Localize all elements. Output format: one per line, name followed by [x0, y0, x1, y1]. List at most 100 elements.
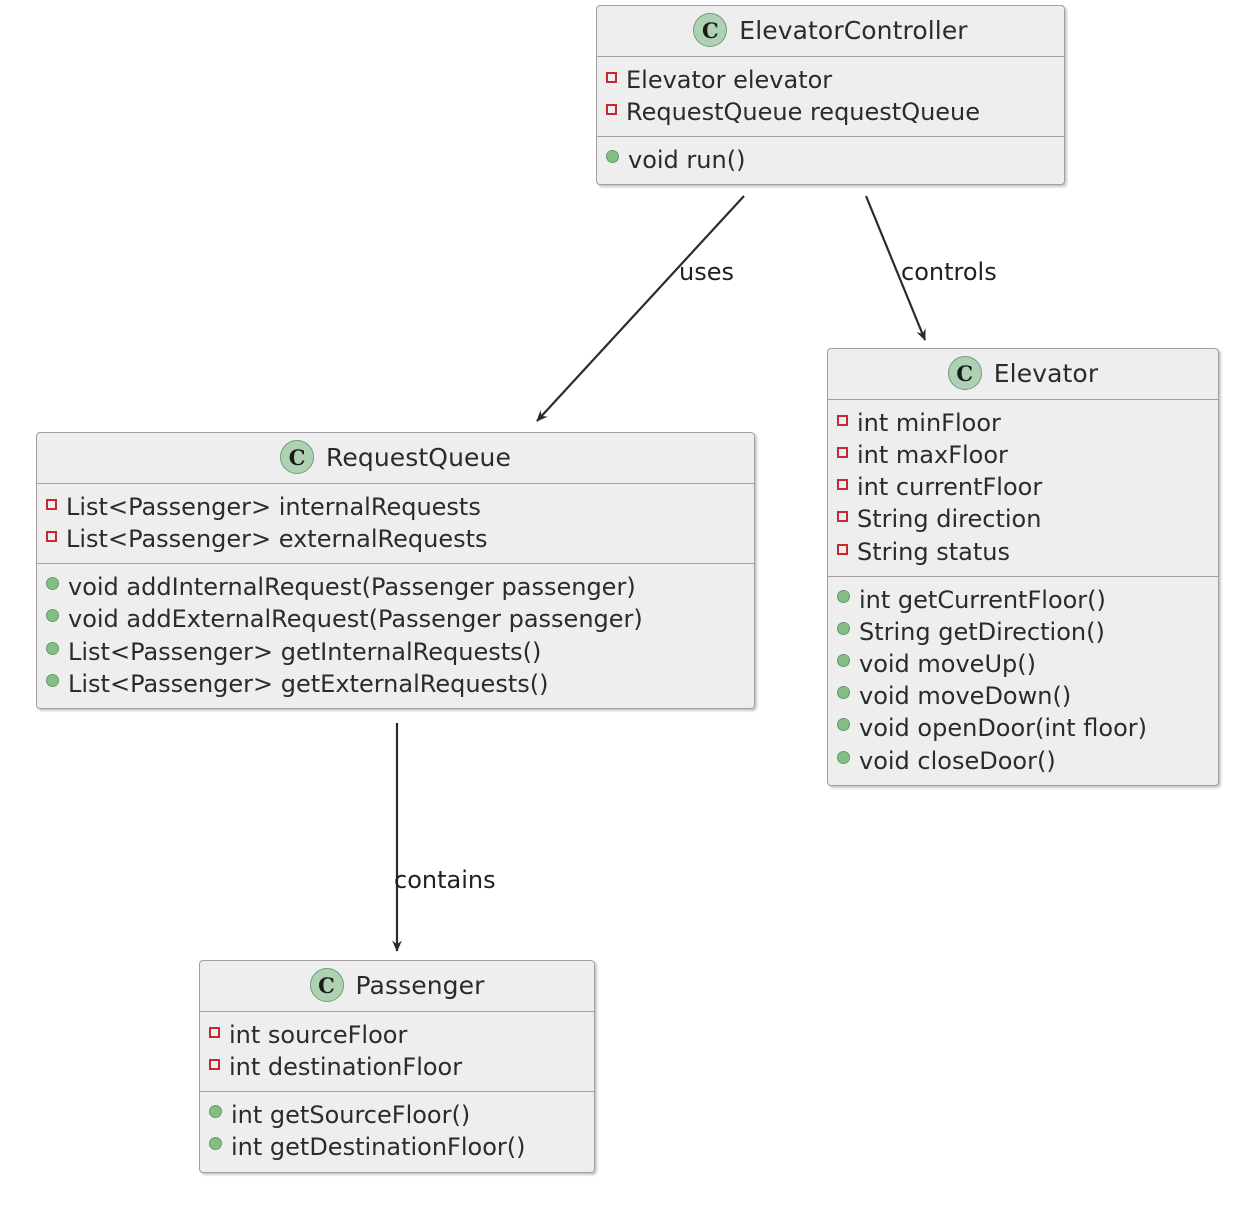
field-label: List<Passenger> internalRequests: [66, 493, 481, 521]
class-badge-icon: C: [280, 440, 315, 474]
public-method-icon: [46, 577, 59, 591]
class-box-passenger[interactable]: C Passenger int sourceFloor int destinat…: [199, 960, 595, 1173]
field-row: int sourceFloor: [209, 1019, 585, 1051]
field-row: List<Passenger> externalRequests: [46, 523, 745, 555]
class-header-request-queue: C RequestQueue: [37, 433, 754, 484]
private-field-icon: [46, 499, 57, 510]
class-badge-icon: C: [693, 13, 728, 47]
field-row: List<Passenger> internalRequests: [46, 491, 745, 523]
class-fields-section: List<Passenger> internalRequests List<Pa…: [37, 484, 754, 563]
private-field-icon: [837, 479, 848, 491]
field-label: RequestQueue requestQueue: [626, 98, 981, 127]
class-title: ElevatorController: [739, 15, 968, 45]
public-method-icon: [209, 1105, 222, 1119]
private-field-icon: [209, 1059, 220, 1071]
field-row: int destinationFloor: [209, 1051, 585, 1083]
field-label: int sourceFloor: [229, 1021, 408, 1049]
public-method-icon: [46, 673, 59, 687]
method-row: void moveUp(): [837, 648, 1209, 680]
field-row: RequestQueue requestQueue: [606, 96, 1055, 128]
class-title: Passenger: [355, 970, 485, 1000]
field-label: int currentFloor: [857, 473, 1043, 502]
field-row: Elevator elevator: [606, 64, 1055, 96]
class-fields-section: int minFloor int maxFloor int currentFlo…: [828, 400, 1218, 576]
method-label: int getSourceFloor(): [231, 1101, 471, 1130]
field-row: int maxFloor: [837, 439, 1209, 471]
field-row: int minFloor: [837, 407, 1209, 439]
class-header-elevator: C Elevator: [828, 349, 1218, 400]
field-row: String status: [837, 536, 1209, 568]
class-fields-section: Elevator elevator RequestQueue requestQu…: [597, 57, 1064, 136]
public-method-icon: [837, 589, 850, 603]
method-row: int getCurrentFloor(): [837, 584, 1209, 616]
class-methods-section: void addInternalRequest(Passenger passen…: [37, 563, 754, 708]
class-badge-icon: C: [947, 356, 982, 390]
class-header-passenger: C Passenger: [200, 961, 594, 1012]
public-method-icon: [837, 686, 850, 700]
method-row: void moveDown(): [837, 680, 1209, 712]
class-title: Elevator: [993, 358, 1099, 388]
public-method-icon: [837, 718, 850, 732]
method-label: void moveUp(): [859, 650, 1036, 679]
class-header-elevator-controller: C ElevatorController: [597, 6, 1064, 57]
public-method-icon: [837, 621, 850, 635]
public-method-icon: [46, 641, 59, 655]
method-row: void closeDoor(): [837, 745, 1209, 777]
class-methods-section: int getCurrentFloor() String getDirectio…: [828, 575, 1218, 785]
field-label: String direction: [857, 505, 1042, 534]
class-box-elevator-controller[interactable]: C ElevatorController Elevator elevator R…: [596, 5, 1065, 186]
class-fields-section: int sourceFloor int destinationFloor: [200, 1012, 594, 1091]
edge-label-uses: uses: [679, 258, 734, 286]
public-method-icon: [606, 150, 619, 164]
field-row: String direction: [837, 503, 1209, 535]
class-badge-icon: C: [309, 968, 344, 1002]
public-method-icon: [46, 609, 59, 623]
class-box-elevator[interactable]: C Elevator int minFloor int maxFloor int…: [827, 348, 1219, 786]
method-label: String getDirection(): [859, 617, 1105, 646]
method-label: void openDoor(int floor): [859, 714, 1148, 743]
edge-label-contains: contains: [394, 866, 496, 894]
class-box-request-queue[interactable]: C RequestQueue List<Passenger> internalR…: [36, 432, 755, 709]
field-label: int minFloor: [857, 409, 1001, 437]
field-label: int destinationFloor: [229, 1053, 463, 1082]
private-field-icon: [209, 1027, 220, 1038]
method-label: int getCurrentFloor(): [859, 585, 1106, 614]
field-label: String status: [857, 537, 1010, 566]
method-label: int getDestinationFloor(): [231, 1133, 526, 1162]
method-label: List<Passenger> getExternalRequests(): [68, 669, 549, 698]
public-method-icon: [837, 750, 850, 764]
edge-label-controls: controls: [901, 258, 997, 286]
method-label: void addExternalRequest(Passenger passen…: [68, 605, 643, 634]
method-label: List<Passenger> getInternalRequests(): [68, 637, 542, 666]
private-field-icon: [837, 543, 848, 555]
edge-uses: [536, 195, 745, 422]
method-row: void addExternalRequest(Passenger passen…: [46, 603, 745, 635]
method-label: void run(): [628, 146, 746, 175]
method-row: String getDirection(): [837, 616, 1209, 648]
private-field-icon: [837, 511, 848, 523]
method-label: void moveDown(): [859, 682, 1072, 711]
method-row: void addInternalRequest(Passenger passen…: [46, 571, 745, 603]
method-row: int getDestinationFloor(): [209, 1131, 585, 1163]
method-label: void addInternalRequest(Passenger passen…: [68, 573, 636, 602]
private-field-icon: [46, 531, 57, 543]
private-field-icon: [606, 104, 617, 116]
field-label: List<Passenger> externalRequests: [66, 525, 488, 554]
class-methods-section: void run(): [597, 136, 1064, 184]
method-row: List<Passenger> getExternalRequests(): [46, 668, 745, 700]
field-label: Elevator elevator: [626, 66, 833, 94]
private-field-icon: [837, 415, 848, 426]
private-field-icon: [837, 447, 848, 459]
method-row: int getSourceFloor(): [209, 1099, 585, 1131]
method-row: void openDoor(int floor): [837, 712, 1209, 744]
public-method-icon: [209, 1137, 222, 1151]
method-label: void closeDoor(): [859, 746, 1056, 775]
public-method-icon: [837, 654, 850, 668]
class-title: RequestQueue: [326, 442, 511, 472]
field-row: int currentFloor: [837, 471, 1209, 503]
field-label: int maxFloor: [857, 441, 1008, 470]
method-row: void run(): [606, 144, 1055, 176]
method-row: List<Passenger> getInternalRequests(): [46, 636, 745, 668]
private-field-icon: [606, 72, 617, 83]
